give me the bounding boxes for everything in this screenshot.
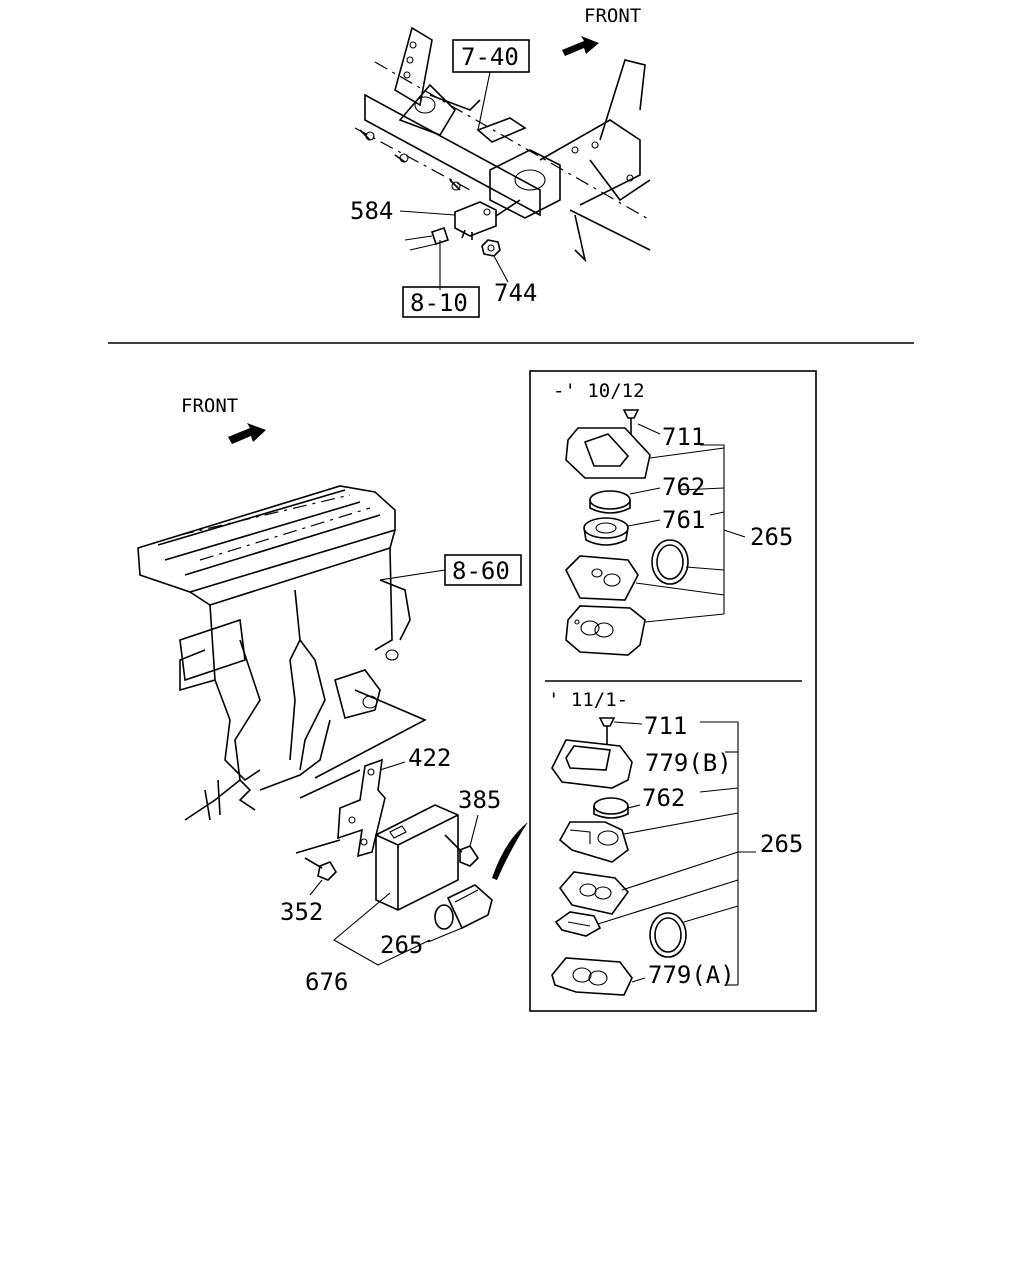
bolt-part-352	[317, 861, 338, 881]
top-front-label: FRONT	[584, 5, 641, 27]
part-422-label: 422	[408, 744, 451, 772]
control-module	[375, 804, 459, 911]
ref-box-8-10	[402, 286, 480, 318]
sensor-part-584	[454, 201, 497, 237]
inset-lower: ' 11/1- 711 779(B) 762	[548, 689, 803, 996]
upper-part-762-label: 762	[662, 473, 705, 501]
inset-upper-period: -' 10/12	[553, 380, 645, 402]
ref-box-8-60	[444, 554, 522, 586]
lower-part-265-label: 265	[760, 830, 803, 858]
inset-lower-period: ' 11/1-	[548, 689, 628, 711]
lower-part-762-label: 762	[642, 784, 685, 812]
part-265-label-main: 265	[380, 931, 423, 959]
bottom-front-label: FRONT	[181, 395, 238, 417]
upper-part-711-label: 711	[662, 423, 705, 451]
ref-box-7-40	[452, 39, 530, 73]
part-385-label: 385	[458, 786, 501, 814]
top-front-arrow-icon	[562, 36, 599, 56]
ref-8-60-label: 8-60	[452, 557, 510, 585]
bracket-part-422	[337, 758, 386, 858]
heater-unit-drawing	[137, 485, 427, 821]
lower-part-779b-label: 779(B)	[645, 749, 732, 777]
part-744-label: 744	[494, 279, 537, 307]
inset-pointer	[492, 822, 528, 880]
ref-7-40-label: 7-40	[461, 43, 519, 71]
top-section: FRONT 7-40	[350, 5, 651, 318]
frame-drawing	[354, 26, 651, 263]
bolt-part-385	[459, 845, 480, 867]
inset-box: -' 10/12 711 762 761	[529, 370, 817, 1012]
upper-part-761-label: 761	[662, 506, 705, 534]
lower-part-711-label: 711	[644, 712, 687, 740]
inset-upper: -' 10/12 711 762 761	[553, 380, 793, 656]
ref-8-10-label: 8-10	[410, 289, 468, 317]
nut-part-744	[481, 239, 501, 257]
part-584-label: 584	[350, 197, 393, 225]
bottom-front-arrow-icon	[228, 423, 266, 444]
bottom-section: FRONT 8-60	[137, 395, 528, 996]
part-676-label: 676	[305, 968, 348, 996]
lower-part-779a-label: 779(A)	[648, 961, 735, 989]
key-fob-part-265	[446, 884, 493, 930]
upper-part-265-label: 265	[750, 523, 793, 551]
part-352-label: 352	[280, 898, 323, 926]
